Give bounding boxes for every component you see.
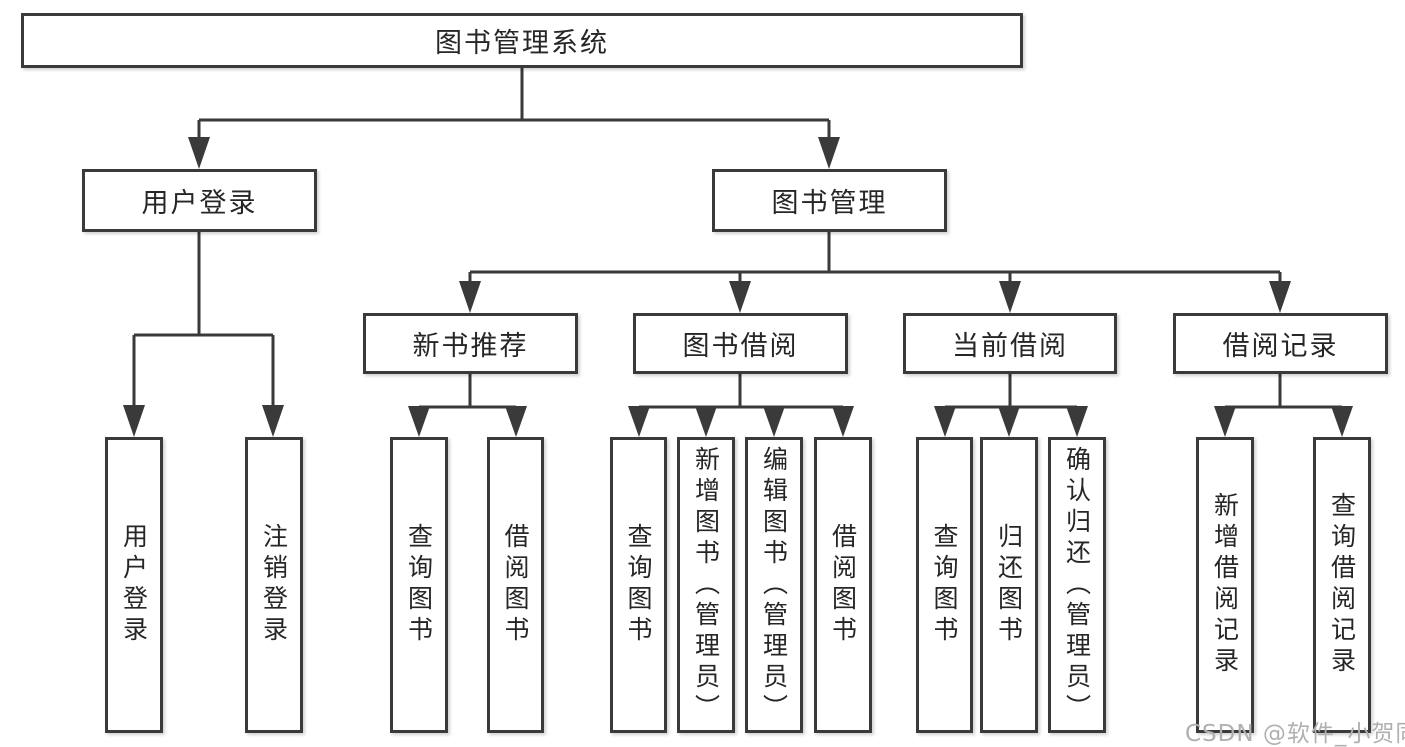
connector-userlogin-to-leaves: [123, 232, 284, 437]
node-book-borrowing: 图书借阅: [633, 313, 848, 374]
connector-root-to-level2: [188, 68, 840, 169]
node-leaf-borrow-books-2: 借阅图书: [814, 437, 872, 733]
leaf-label: 新增借阅记录: [1210, 492, 1240, 678]
leaf-label: 注销登录: [259, 523, 289, 647]
node-user-login: 用户登录: [82, 169, 317, 232]
connector-records-to-leaves: [1214, 374, 1353, 437]
node-new-book-recommend: 新书推荐: [363, 313, 578, 374]
connector-current-to-leaves: [934, 374, 1088, 437]
connector-bookmgmt-to-level3: [459, 232, 1291, 313]
connector-borrowing-to-leaves: [628, 374, 854, 437]
leaf-label: 查询图书: [404, 523, 434, 647]
leaf-label: 查询借阅记录: [1327, 492, 1357, 678]
connector-newbook-to-leaves: [408, 374, 527, 437]
node-leaf-query-books-1: 查询图书: [390, 437, 448, 733]
leaf-label: 查询图书: [624, 523, 653, 647]
leaf-label: 查询图书: [930, 523, 959, 647]
node-leaf-add-borrow-record: 新增借阅记录: [1196, 437, 1254, 733]
leaf-label: 借阅图书: [828, 523, 858, 647]
node-leaf-confirm-return-admin: 确认归还（管理员）: [1048, 437, 1106, 733]
node-leaf-add-books-admin: 新增图书（管理员）: [677, 437, 735, 733]
node-book-management: 图书管理: [712, 169, 947, 232]
node-borrow-records: 借阅记录: [1173, 313, 1388, 374]
leaf-label: 新增图书（管理员）: [691, 445, 721, 725]
node-leaf-query-borrow-record: 查询借阅记录: [1313, 437, 1371, 733]
csdn-watermark: CSDN @软件_小贺同学: [1185, 721, 1405, 747]
node-leaf-query-books-3: 查询图书: [916, 437, 973, 733]
node-leaf-edit-books-admin: 编辑图书（管理员）: [745, 437, 803, 733]
node-leaf-borrow-books-1: 借阅图书: [487, 437, 544, 733]
node-library-system: 图书管理系统: [21, 13, 1023, 68]
leaf-label: 编辑图书（管理员）: [759, 445, 789, 725]
leaf-label: 归还图书: [994, 523, 1024, 647]
leaf-label: 借阅图书: [501, 523, 530, 647]
node-leaf-return-books: 归还图书: [980, 437, 1038, 733]
node-leaf-query-books-2: 查询图书: [610, 437, 667, 733]
node-current-borrowing: 当前借阅: [903, 313, 1117, 374]
leaf-label: 用户登录: [119, 523, 149, 647]
leaf-label: 确认归还（管理员）: [1062, 445, 1092, 725]
node-leaf-logout: 注销登录: [245, 437, 303, 733]
node-leaf-user-login: 用户登录: [105, 437, 163, 733]
